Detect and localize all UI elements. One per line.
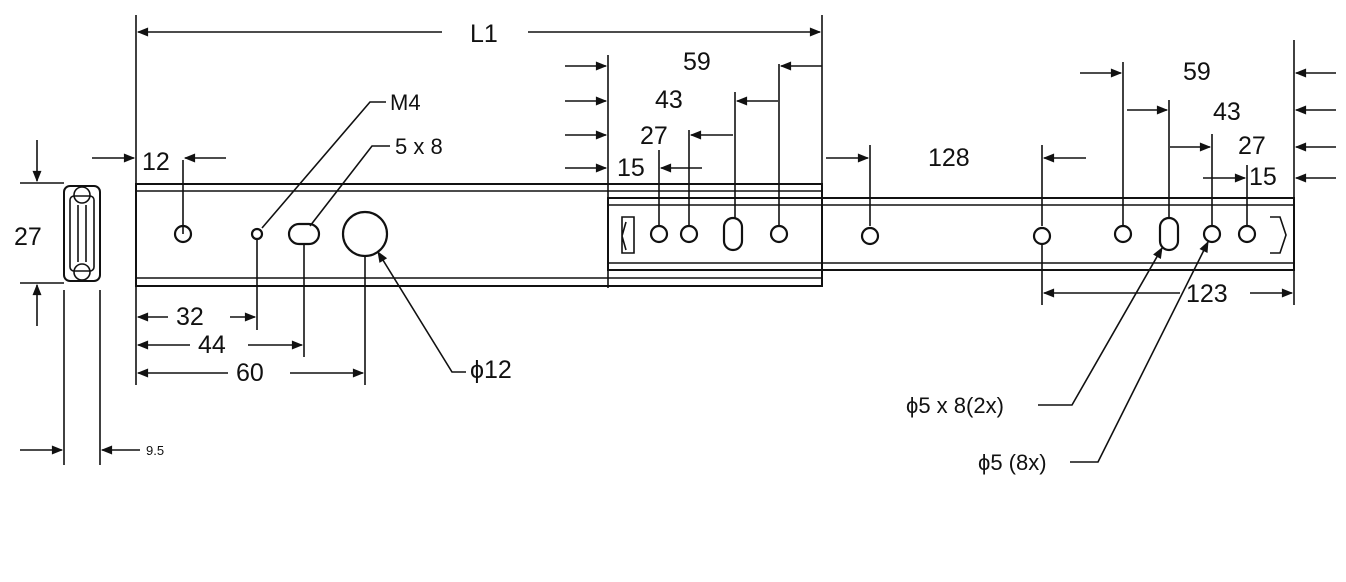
slot	[722, 216, 744, 252]
right-27-label: 27	[1238, 132, 1266, 160]
hole	[679, 224, 699, 244]
right-15-label: 15	[1249, 163, 1277, 191]
slot-label: 5 x 8	[395, 134, 443, 159]
hole	[1113, 224, 1133, 244]
hole	[1032, 226, 1052, 246]
inner-rail-holes	[649, 216, 1257, 252]
mid-27-label: 27	[640, 122, 668, 150]
m4-label: M4	[390, 90, 421, 115]
mid-43-label: 43	[655, 86, 683, 114]
mid-59-label: 59	[683, 48, 711, 76]
right-59-label: 59	[1183, 58, 1211, 86]
holes-callout: ϕ5 (8x)	[978, 240, 1209, 475]
slot	[1158, 216, 1180, 252]
dim-12: 12	[92, 148, 226, 234]
hole	[649, 224, 669, 244]
slots-callout: ϕ5 x 8(2x)	[906, 247, 1163, 418]
m4-callout: M4	[261, 90, 421, 229]
l1-label: L1	[470, 20, 498, 48]
rail-cross-section	[63, 185, 101, 282]
right-43-label: 43	[1213, 98, 1241, 126]
height-dimension: 27	[14, 140, 64, 326]
outer-rail-holes	[173, 210, 389, 258]
dim-32-label: 32	[176, 303, 204, 331]
right-hole-dims: 59 43 27 15	[1080, 40, 1336, 226]
dim-60-label: 60	[236, 359, 264, 387]
dim-128-label: 128	[928, 144, 970, 172]
hole	[860, 226, 880, 246]
width-label: 9.5	[146, 443, 164, 458]
hole-12	[341, 210, 389, 258]
m4-hole	[250, 227, 264, 241]
l1-dimension: L1	[135, 15, 823, 184]
hole	[1237, 224, 1257, 244]
dim-44-label: 44	[198, 331, 226, 359]
dim-123-label: 123	[1186, 280, 1228, 308]
mid-15-label: 15	[617, 154, 645, 182]
slots-callout-label: ϕ5 x 8(2x)	[906, 393, 1004, 418]
dim-12-label: 12	[142, 148, 170, 176]
holes-callout-label: ϕ5 (8x)	[978, 450, 1047, 475]
dim-128: 128	[826, 144, 1086, 226]
hole	[1202, 224, 1222, 244]
phi12-callout: ϕ12	[377, 251, 512, 384]
outer-rail	[135, 183, 823, 287]
hole	[769, 224, 789, 244]
inner-rail	[607, 197, 1295, 271]
width-dimension: 9.5	[20, 290, 164, 465]
mid-hole-dims: 59 43 27 15	[565, 48, 822, 288]
phi12-label: ϕ12	[470, 356, 512, 384]
slot-callout: 5 x 8	[309, 134, 443, 227]
slot-5x8	[287, 222, 321, 246]
dim-123: 123	[1041, 244, 1295, 308]
height-label: 27	[14, 223, 42, 251]
dim-32-44-60: 32 44 60	[135, 240, 366, 387]
